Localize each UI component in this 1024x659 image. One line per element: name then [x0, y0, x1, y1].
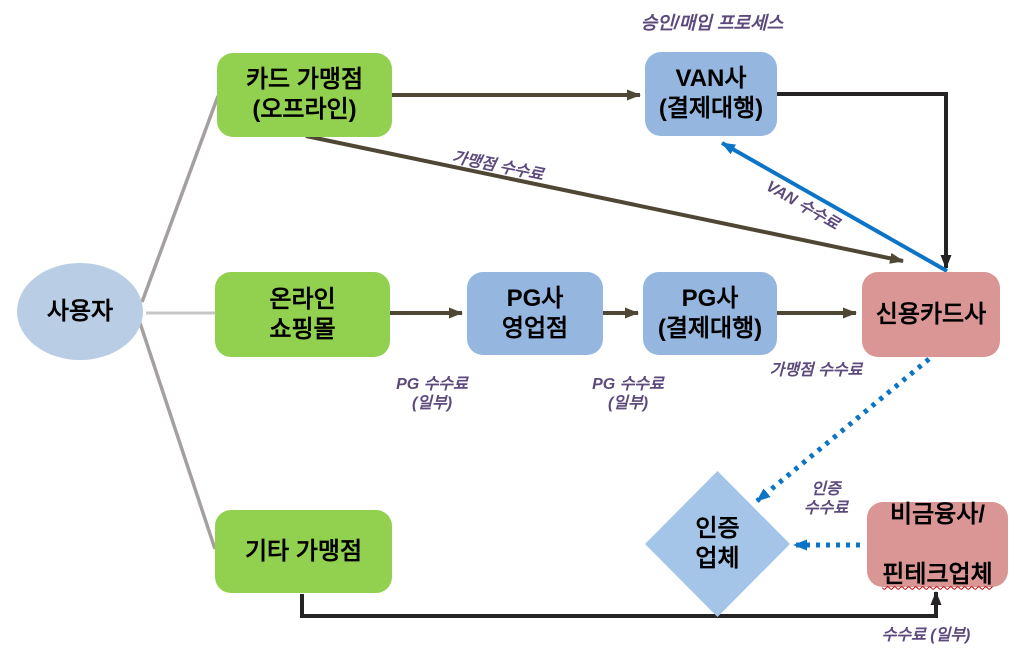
label-auth-fee: 인증 수수료: [803, 481, 849, 517]
label-fee-partial: 수수료 (일부): [881, 627, 971, 644]
node-pg-branch: PG사 영업점: [467, 272, 603, 355]
node-card-merchant-offline: 카드 가맹점 (오프라인): [217, 53, 392, 137]
node-online-mall: 온라인 쇼핑몰: [215, 272, 390, 357]
node-user: 사용자: [17, 263, 143, 360]
arrow-merchant-fee-to-credit-card: [305, 134, 904, 264]
line-user-to-card-merchant: [140, 95, 220, 303]
line-user-to-other-merchant: [138, 322, 217, 550]
node-credit-card-company: 신용카드사: [862, 272, 1000, 357]
non-financial-line1: 비금융사/: [890, 500, 985, 528]
label-merchant-fee-mid: 가맹점 수수료: [769, 362, 863, 379]
node-other-merchant: 기타 가맹점: [215, 510, 392, 593]
label-pg-fee-1: PG 수수료 (일부): [396, 376, 468, 412]
arrow-credit-card-to-van-fee: [721, 141, 948, 273]
label-approval-process: 승인/매입 프로세스: [640, 13, 784, 33]
non-financial-line2: 핀테크업체: [882, 560, 993, 588]
arrow-credit-card-to-auth-company: [755, 357, 931, 503]
arrow-other-merchant-to-non-financial: [300, 591, 942, 618]
label-pg-fee-2: PG 수수료 (일부): [592, 376, 664, 412]
node-pg-agency: PG사 (결제대행): [643, 272, 777, 355]
node-van: VAN사 (결제대행): [645, 52, 777, 136]
arrow-van-to-credit-card: [777, 92, 952, 269]
node-non-financial-fintech: 비금융사/ 핀테크업체: [867, 500, 1008, 588]
